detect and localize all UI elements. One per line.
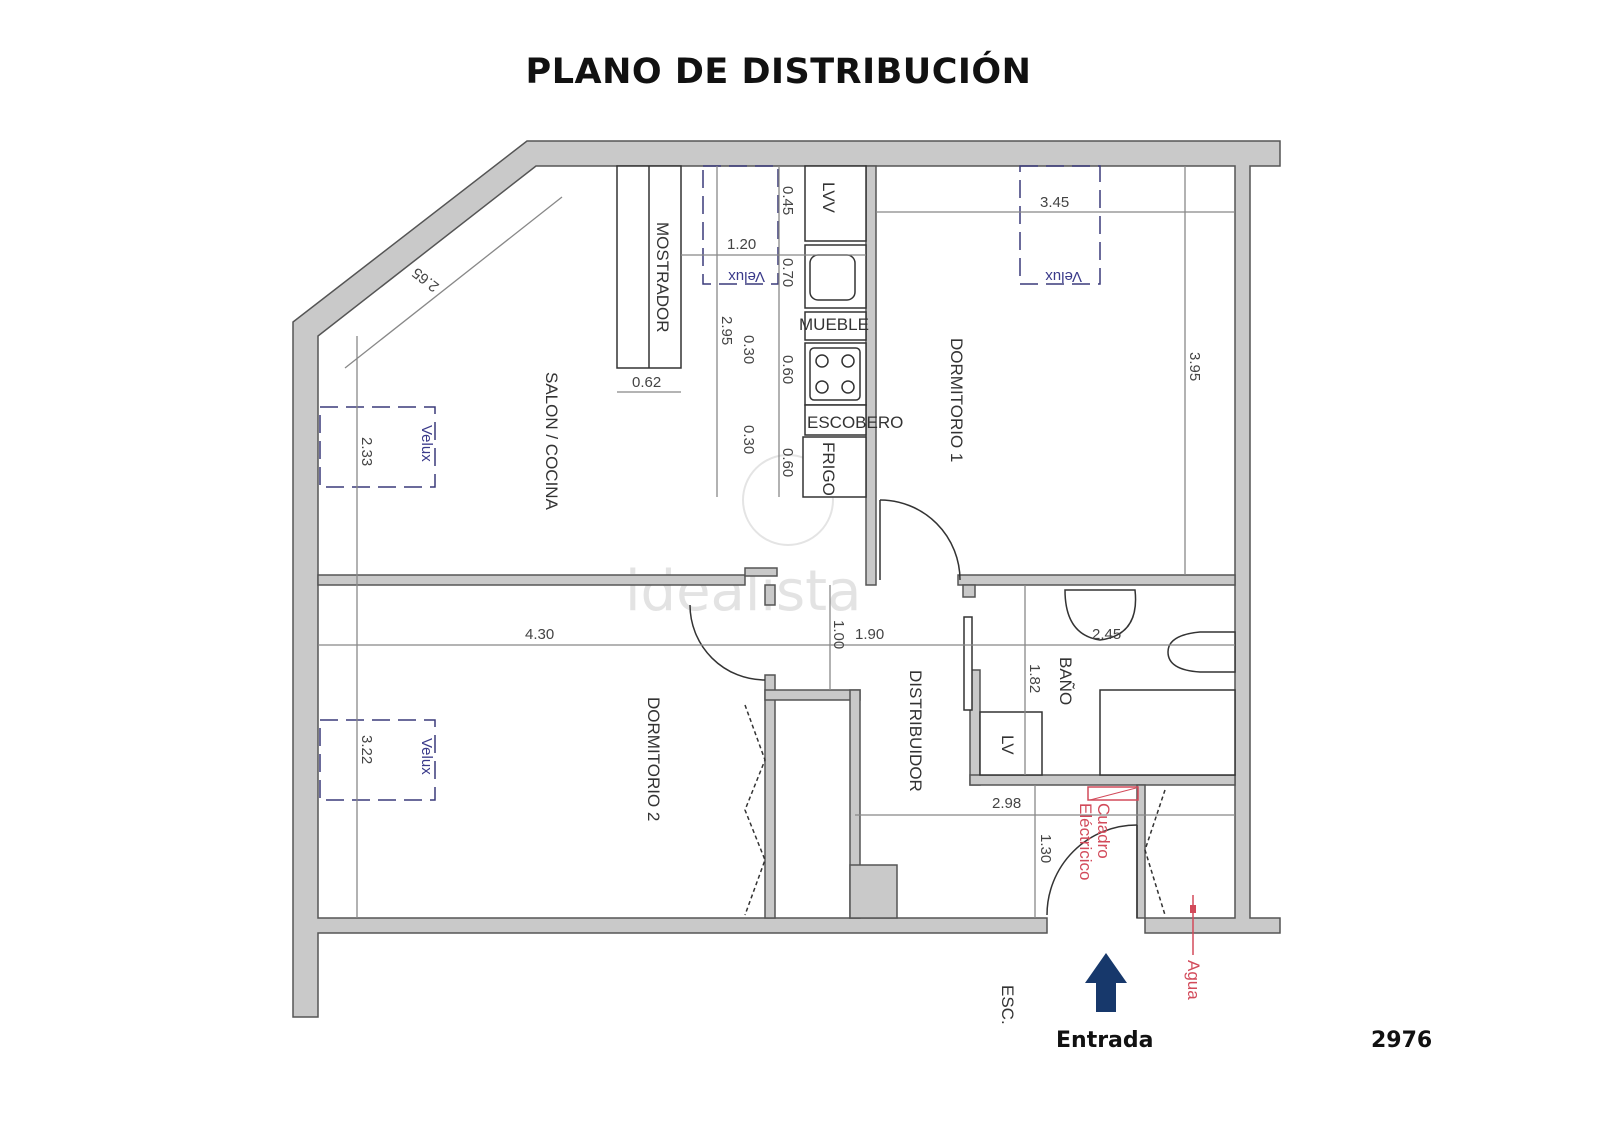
sink-icon [809,254,856,301]
dim-label: 0.60 [779,355,796,384]
frigo-label: FRIGO [819,442,838,496]
room-bano: BAÑO [1056,657,1075,705]
mueble-label: MUEBLE [799,315,869,334]
cooktop-icon [809,347,861,401]
velux-label: Velux [1045,268,1082,285]
lv-label: LV [998,735,1017,755]
dim-label: 1.30 [1037,834,1054,863]
dim-label: 1.00 [830,620,847,649]
watermark: idealista [625,559,861,624]
escalera-label: ESC. [998,985,1017,1025]
dim-label: 2.33 [358,437,375,466]
reference-number: 2976 [1371,1028,1432,1053]
shower-tray [1099,689,1236,776]
dim-label: 3.45 [1040,194,1069,211]
dim-label: 1.90 [855,626,884,643]
agua-label: Agua [1184,960,1203,1000]
dim-label: 2.95 [718,316,735,345]
mostrador-label: MOSTRADOR [653,222,672,333]
doors [689,499,1166,918]
toilet-icon [1167,631,1236,673]
page-title: PLANO DE DISTRIBUCIÓN [525,52,1032,92]
mostrador: MOSTRADOR [616,165,682,369]
dim-label: 2.65 [409,264,442,295]
dim-label: 3.22 [358,735,375,764]
velux-label: Velux [418,738,435,775]
electrical-panel: Cuadro Eléctricico [1076,786,1139,880]
dim-label: 2.98 [992,795,1021,812]
entrada-label: Entrada [1056,1028,1154,1053]
cuadro-label: Cuadro [1094,803,1113,859]
dim-label: 0.45 [779,186,796,215]
lvv-label: LVV [819,182,838,214]
kitchen-units: LVV MUEBLE ESCOBERO FRIGO [799,165,903,498]
entrance-arrow-icon [1085,953,1127,1012]
room-salon-cocina: SALON / COCINA [542,372,561,511]
dim-label: 0.30 [740,335,757,364]
velux-label: Velux [418,425,435,462]
dim-label: 1.82 [1026,664,1043,693]
dim-label: 0.60 [779,448,796,477]
dim-label: 1.20 [727,236,756,253]
room-dormitorio-2: DORMITORIO 2 [644,697,663,821]
dim-label: 4.30 [525,626,554,643]
room-distribuidor: DISTRIBUIDOR [906,670,925,792]
washbasin-icon [1064,589,1137,641]
room-dormitorio-1: DORMITORIO 1 [947,338,966,462]
dimension-labels: 2.65 0.62 0.45 1.20 0.70 2.95 0.30 0.60 … [358,186,1203,863]
dim-label: 0.62 [632,374,661,391]
dim-label: 0.70 [779,258,796,287]
exterior-walls [292,140,1281,1018]
dim-label: 0.30 [740,425,757,454]
velux-windows: Velux Velux Velux Velux [319,165,1101,801]
bathroom-fixtures: LV [963,589,1236,776]
escobero-label: ESCOBERO [807,413,903,432]
dim-label: 2.45 [1092,626,1121,643]
watermark-logo [742,454,834,546]
velux-label: Velux [728,268,765,285]
electrico-label: Eléctricico [1076,803,1095,880]
dimension-lines [318,166,1235,918]
dim-label: 3.95 [1186,352,1203,381]
water-inlet: Agua [1184,895,1203,1000]
interior-walls [317,165,1236,919]
